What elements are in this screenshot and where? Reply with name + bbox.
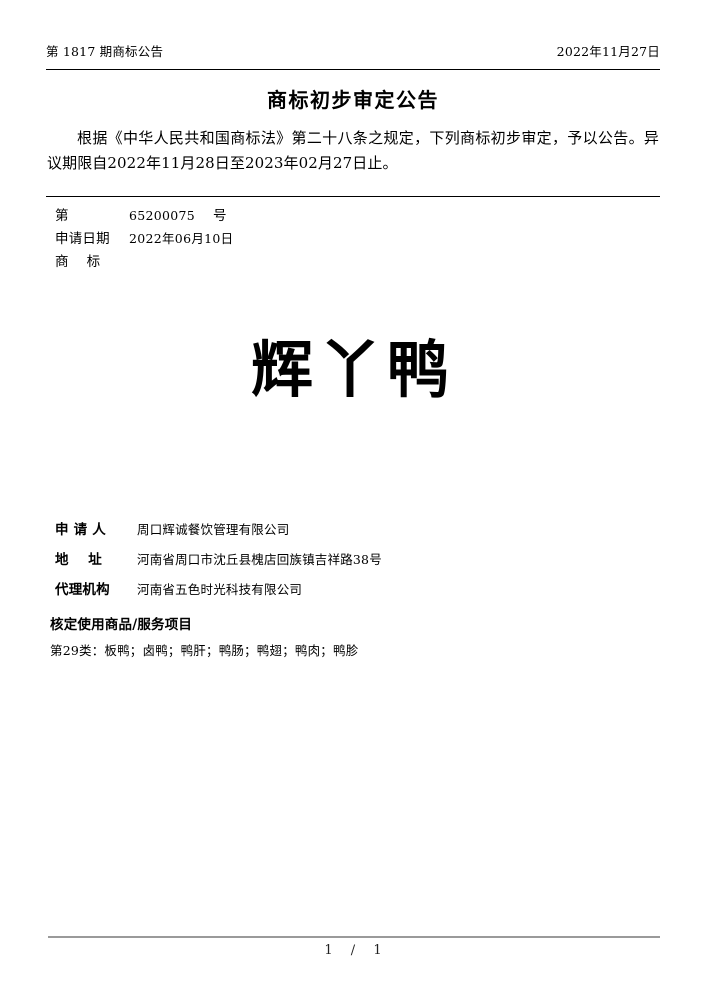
application-date-label: 申请日期 [55,231,110,247]
publication-date: 2022年11月27日 [556,44,660,59]
page-separator: / [350,943,356,958]
agency-row: 代理机构 河南省五色时光科技有限公司 [55,578,655,608]
applicant-label: 申 请 人 [55,522,106,538]
application-date-value: 2022年06月10日 [129,231,234,246]
agency-label: 代理机构 [55,582,110,598]
registration-number-row: 第 65200075 号 [55,204,655,227]
current-page-number: 1 [324,943,333,958]
agency-value: 河南省五色时光科技有限公司 [137,582,303,597]
page-title: 商标初步审定公告 [267,88,439,112]
goods-items-list: 第29类：板鸭；卤鸭；鸭肝；鸭肠；鸭翅；鸭肉；鸭胗 [50,643,359,658]
trademark-image-area: 辉丫鸭 [0,300,706,440]
application-date-row: 申请日期 2022年06月10日 [55,227,655,250]
applicant-row: 申 请 人 周口辉诚餐饮管理有限公司 [55,518,655,548]
section-divider [46,196,660,197]
trademark-mark-text: 辉丫鸭 [250,333,455,406]
running-header: 第 1817 期商标公告 2022年11月27日 [46,40,660,60]
header-divider [46,69,660,70]
issue-number: 第 1817 期商标公告 [46,44,164,59]
address-value: 河南省周口市沈丘县槐店回族镇吉祥路38号 [137,552,382,567]
address-label: 地 址 [55,552,102,568]
registration-number-suffix: 号 [213,208,227,224]
registration-number-label: 第 [55,208,69,224]
applicant-value: 周口辉诚餐饮管理有限公司 [137,522,290,537]
applicant-details: 申 请 人 周口辉诚餐饮管理有限公司 地 址 河南省周口市沈丘县槐店回族镇吉祥路… [55,518,655,608]
address-row: 地 址 河南省周口市沈丘县槐店回族镇吉祥路38号 [55,548,655,578]
registration-details: 第 65200075 号 申请日期 2022年06月10日 商 标 [55,204,655,273]
footer-divider [48,936,660,938]
trademark-label: 商 标 [55,254,101,270]
goods-section-heading: 核定使用商品/服务项目 [50,617,193,633]
total-page-number: 1 [373,943,382,958]
announcement-paragraph: 根据《中华人民共和国商标法》第二十八条之规定，下列商标初步审定，予以公告。异议期… [47,129,659,172]
page-indicator: 1 / 1 [0,943,706,958]
trademark-row: 商 标 [55,250,655,273]
registration-number-value: 65200075 [129,208,196,223]
